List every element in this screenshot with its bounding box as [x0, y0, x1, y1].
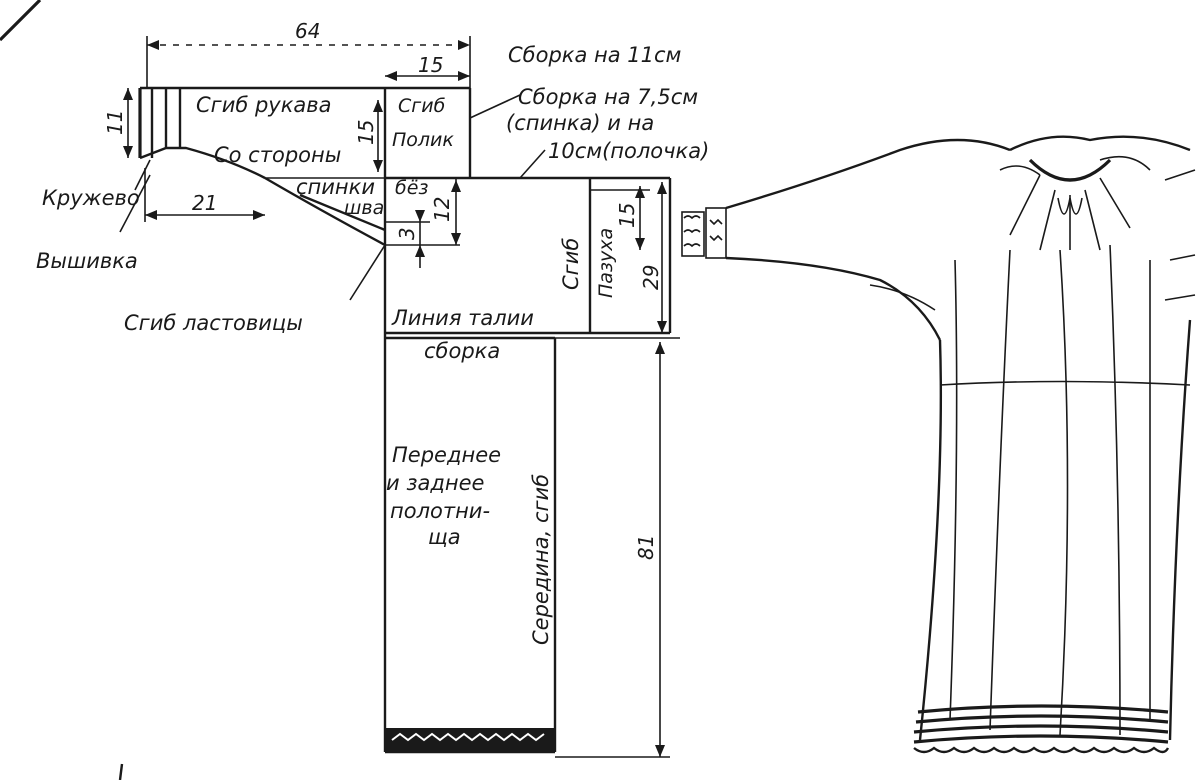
corner-mark	[0, 0, 42, 42]
dim-gusset-3: 3	[395, 227, 419, 240]
label-lace: Кружево	[42, 186, 140, 210]
label-bosom: Пазуха	[595, 228, 617, 298]
label-seamless-3: шва	[344, 197, 384, 219]
garment-sketch	[681, 135, 1196, 754]
margin-mark	[118, 763, 124, 780]
dim-sleeve-length: 64	[295, 19, 320, 43]
dim-shoulder-height: 15	[354, 120, 378, 145]
label-from-back: Со стороны	[214, 143, 341, 167]
label-shoulder-fold-2: Полик	[392, 129, 454, 151]
label-shoulder-fold-1: Сгиб	[398, 95, 446, 117]
label-gather: сборка	[424, 339, 500, 363]
dimension-lines	[123, 36, 680, 758]
label-gusset-fold: Сгиб ластовицы	[124, 311, 303, 335]
dim-bosom-15: 15	[615, 203, 639, 228]
bodice-piece	[383, 176, 672, 754]
label-panel-1: Переднее	[392, 443, 501, 467]
label-panel-4: ща	[428, 525, 461, 549]
label-gather-11: Сборка на 11см	[508, 43, 682, 67]
label-fold: Сгиб	[559, 238, 583, 290]
label-panel-3: полотни-	[390, 499, 490, 523]
leader-lines	[119, 94, 546, 301]
dim-bodice-29: 29	[639, 265, 663, 290]
dim-shoulder-width: 15	[418, 53, 443, 77]
label-seamless-2: бёз	[395, 177, 429, 199]
dim-skirt-81: 81	[634, 535, 658, 560]
label-panel-2: и заднее	[386, 471, 484, 495]
dim-gusset-12: 12	[430, 197, 454, 222]
label-gather-75-1: Сборка на 7,5см	[518, 85, 698, 109]
label-back-seamless: спинки	[296, 175, 375, 199]
dim-cuff-height: 11	[103, 110, 127, 135]
dim-gusset-width: 21	[192, 191, 217, 215]
label-gather-75-3: 10см(полочка)	[548, 139, 709, 163]
label-embroidery: Вышивка	[36, 249, 138, 273]
label-waist-line: Линия талии	[391, 306, 534, 330]
label-middle-fold: Середина, сгиб	[529, 474, 553, 645]
label-sleeve-fold: Сгиб рукава	[196, 93, 332, 117]
label-gather-75-2: (спинка) и на	[506, 111, 654, 135]
sleeve-piece	[138, 86, 472, 247]
